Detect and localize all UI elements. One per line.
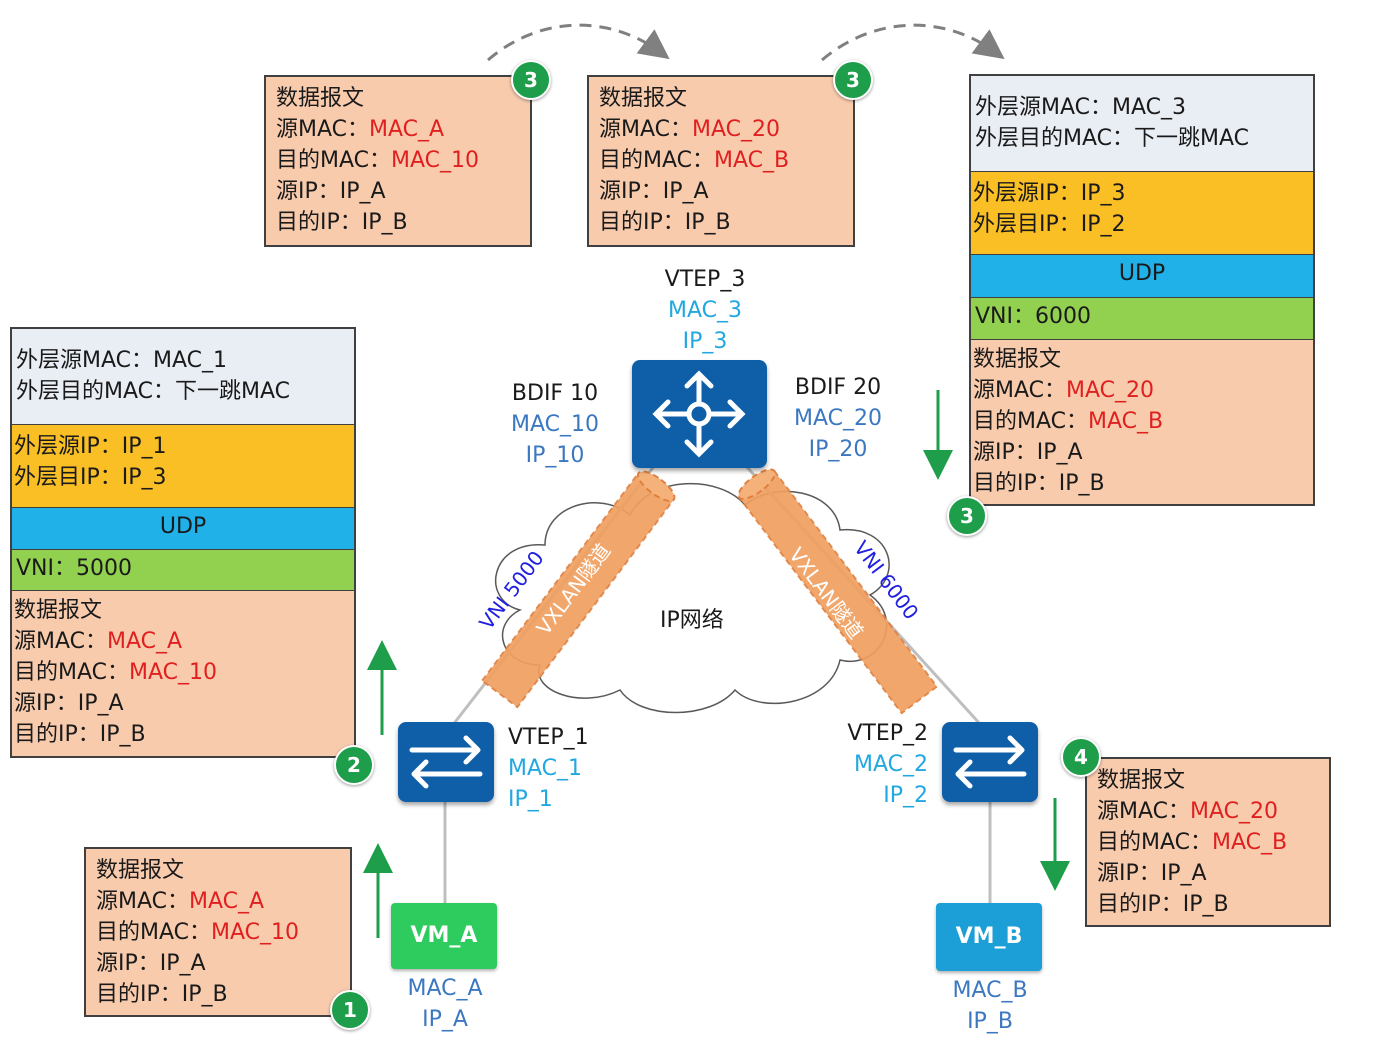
vm-a: VM_A: [391, 903, 497, 969]
vtep1-name: VTEP_1: [508, 725, 589, 750]
vxlan-tunnel-right: [737, 468, 939, 715]
bdif10-name: BDIF 10: [511, 381, 599, 406]
vtep1-ip: IP_1: [508, 787, 553, 812]
vm-b-mac: MAC_B: [952, 978, 1028, 1003]
packet-src-mac: 源MAC：MAC_20: [1097, 799, 1279, 824]
inner-data-packet: 数据报文 源MAC：MAC_20 目的MAC：MAC_B 源IP：IP_A 目的…: [971, 340, 1313, 504]
vtep1-switch: [398, 722, 494, 802]
bdif20-name: BDIF 20: [794, 375, 882, 400]
bdif10-ip: IP_10: [525, 443, 585, 468]
switch-arrows-icon: [953, 735, 1027, 789]
vtep3-mac: MAC_3: [667, 298, 742, 323]
vtep2-mac: MAC_2: [853, 752, 928, 777]
vtep3-router: [632, 360, 767, 468]
vxlan-packet-left: 外层源MAC：MAC_1 外层目的MAC：下一跳MAC 外层源IP：IP_1 外…: [10, 327, 356, 758]
switch-arrows-icon: [409, 735, 483, 789]
vm-a-ip: IP_A: [422, 1007, 468, 1032]
vm-b: VM_B: [936, 903, 1042, 971]
vxlan-header: VNI：6000: [971, 298, 1313, 340]
step-badge-2: 2: [334, 745, 374, 785]
packet-dst-mac: 目的MAC：MAC_10: [276, 148, 480, 173]
ip-network-label: IP网络: [660, 608, 724, 633]
packet-src-ip: 源IP：IP_A: [96, 951, 206, 976]
packet-dst-ip: 目的IP：IP_B: [276, 210, 408, 235]
vm-b-addr: MAC_B IP_B: [940, 975, 1040, 1037]
packet-title: 数据报文: [599, 86, 688, 111]
router-arrows-icon: [652, 370, 746, 458]
packet-src-ip: 源IP：IP_A: [276, 179, 386, 204]
packet-src-mac: 源MAC：MAC_A: [276, 117, 445, 142]
bdif10-mac: MAC_10: [511, 412, 599, 437]
vm-a-addr: MAC_A IP_A: [395, 973, 495, 1035]
step-badge-1: 1: [330, 990, 370, 1030]
bdif20-mac: MAC_20: [794, 406, 882, 431]
forward-arrow-1: [487, 23, 670, 62]
udp-header: UDP: [971, 255, 1313, 298]
vtep1-mac: MAC_1: [508, 756, 583, 781]
vxlan-header: VNI：5000: [12, 550, 354, 591]
packet-title: 数据报文: [276, 86, 365, 111]
packet-step1: 数据报文 源MAC：MAC_A 目的MAC：MAC_10 源IP：IP_A 目的…: [84, 847, 352, 1017]
packet-dst-ip: 目的IP：IP_B: [1097, 892, 1229, 917]
vm-a-mac: MAC_A: [407, 976, 483, 1001]
outer-mac-header: 外层源MAC：MAC_3 外层目的MAC：下一跳MAC: [971, 76, 1313, 172]
packet-title: 数据报文: [96, 858, 185, 883]
packet-dst-mac: 目的MAC：MAC_B: [599, 148, 790, 173]
vtep3-ip: IP_3: [682, 329, 728, 354]
packet-title: 数据报文: [1097, 768, 1186, 793]
vm-b-ip: IP_B: [967, 1009, 1013, 1034]
packet-dst-ip: 目的IP：IP_B: [96, 982, 228, 1007]
bdif10-label: BDIF 10 MAC_10 IP_10: [495, 378, 615, 471]
packet-dst-ip: 目的IP：IP_B: [599, 210, 731, 235]
vxlan-packet-right: 外层源MAC：MAC_3 外层目的MAC：下一跳MAC 外层源IP：IP_3 外…: [969, 74, 1315, 506]
packet-src-ip: 源IP：IP_A: [599, 179, 709, 204]
packet-src-mac: 源MAC：MAC_A: [96, 889, 265, 914]
vtep3-name: VTEP_3: [664, 267, 746, 292]
vtep2-name: VTEP_2: [847, 721, 928, 746]
vtep3-label: VTEP_3 MAC_3 IP_3: [645, 264, 765, 357]
packet-src-mac: 源MAC：MAC_20: [599, 117, 781, 142]
packet-src-ip: 源IP：IP_A: [1097, 861, 1207, 886]
packet-step3-ingress: 数据报文 源MAC：MAC_A 目的MAC：MAC_10 源IP：IP_A 目的…: [264, 75, 532, 247]
bdif20-label: BDIF 20 MAC_20 IP_20: [778, 372, 898, 465]
outer-mac-header: 外层源MAC：MAC_1 外层目的MAC：下一跳MAC: [12, 329, 354, 425]
inner-data-packet: 数据报文 源MAC：MAC_A 目的MAC：MAC_10 源IP：IP_A 目的…: [12, 591, 354, 756]
forward-arrow-2: [821, 23, 1005, 62]
packet-dst-mac: 目的MAC：MAC_B: [1097, 830, 1288, 855]
outer-ip-header: 外层源IP：IP_1 外层目IP：IP_3: [12, 425, 354, 508]
step-badge-4: 4: [1061, 737, 1101, 777]
vtep1-label: VTEP_1 MAC_1 IP_1: [508, 722, 589, 815]
udp-header: UDP: [12, 508, 354, 550]
vtep2-switch: [942, 722, 1038, 802]
vtep2-ip: IP_2: [883, 783, 928, 808]
step-badge-3c: 3: [947, 496, 987, 536]
packet-step3-routed: 数据报文 源MAC：MAC_20 目的MAC：MAC_B 源IP：IP_A 目的…: [587, 75, 855, 247]
vtep2-label: VTEP_2 MAC_2 IP_2: [828, 718, 928, 811]
step-badge-3a: 3: [511, 60, 551, 100]
packet-step4: 数据报文 源MAC：MAC_20 目的MAC：MAC_B 源IP：IP_A 目的…: [1085, 757, 1331, 927]
packet-dst-mac: 目的MAC：MAC_10: [96, 920, 300, 945]
step-badge-3b: 3: [833, 60, 873, 100]
bdif20-ip: IP_20: [808, 437, 868, 462]
outer-ip-header: 外层源IP：IP_3 外层目IP：IP_2: [971, 172, 1313, 255]
